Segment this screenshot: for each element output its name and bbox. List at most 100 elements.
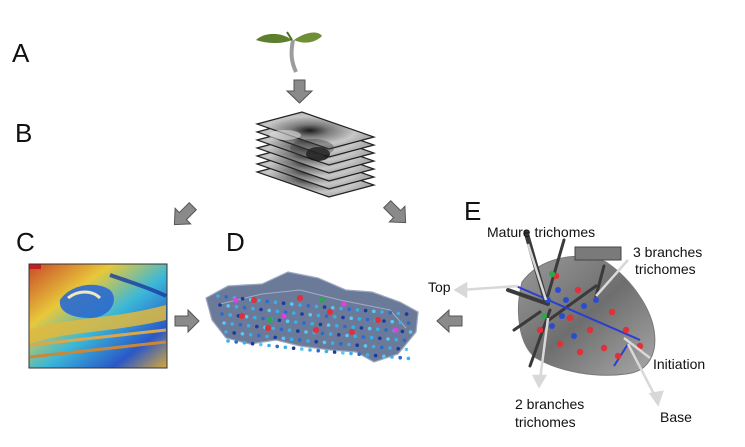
surface-marker — [402, 338, 407, 343]
surface-marker — [230, 322, 234, 326]
surface-marker — [373, 353, 378, 358]
trichome-marker-red — [239, 313, 245, 319]
surface-marker — [378, 336, 382, 341]
surface-marker — [396, 311, 401, 316]
surface-marker — [273, 335, 278, 340]
surface-marker — [291, 346, 296, 351]
trichome-marker-green — [319, 297, 325, 303]
surface-marker — [271, 326, 276, 331]
label-3-branches-line2: trichomes — [635, 261, 696, 277]
segmentation-heatmap-image — [28, 263, 168, 369]
surface-marker — [298, 338, 302, 342]
surface-marker — [314, 304, 319, 309]
surface-marker — [396, 346, 401, 351]
leaf-marker-blue — [571, 333, 577, 339]
surface-marker — [257, 298, 261, 303]
surface-marker — [275, 344, 280, 349]
surface-marker — [267, 308, 272, 313]
leaf-marker-red — [600, 344, 608, 352]
surface-marker — [296, 329, 300, 333]
surface-marker — [290, 302, 294, 306]
surface-marker — [300, 312, 304, 316]
surface-marker — [281, 336, 286, 341]
leaf-marker-red — [614, 352, 622, 360]
label-2-branches-line2: trichomes — [515, 414, 576, 430]
surface-marker — [339, 306, 343, 311]
label-2-branches-line1: 2 branches — [515, 396, 584, 412]
panel-letter-d: D — [226, 227, 245, 257]
trichome-marker-magenta — [341, 301, 347, 307]
surface-marker — [244, 314, 249, 319]
callout-top-head — [453, 281, 468, 299]
surface-marker — [306, 339, 310, 343]
surface-marker — [343, 324, 347, 329]
reconstruction-3d-image — [205, 271, 419, 363]
arrow-b-to-c — [173, 201, 198, 226]
surface-marker — [302, 321, 306, 325]
surface-marker — [220, 312, 224, 316]
surface-marker — [376, 327, 380, 332]
leaf-marker-blue — [555, 287, 561, 293]
surface-marker — [355, 343, 360, 348]
leaf-marker-red — [622, 326, 630, 334]
surface-marker — [365, 353, 370, 357]
surface-marker — [390, 355, 394, 359]
label-3-branches-line1: 3 branches — [633, 244, 702, 260]
surface-marker — [347, 342, 351, 347]
callout-top — [459, 284, 519, 292]
surface-marker — [298, 303, 302, 307]
leaf-marker-blue — [593, 297, 599, 303]
leaf-marker-blue — [563, 297, 569, 303]
surface-marker — [316, 348, 321, 353]
surface-marker — [300, 347, 304, 351]
surface-marker — [388, 346, 392, 350]
surface-marker — [248, 332, 253, 337]
surface-marker — [380, 310, 384, 314]
surface-marker — [277, 318, 282, 323]
arrow-a-to-b — [285, 79, 314, 104]
surface-marker — [398, 355, 403, 360]
surface-marker — [341, 315, 345, 320]
surface-marker — [324, 314, 329, 318]
scale-bar — [574, 246, 622, 261]
surface-marker — [292, 311, 296, 315]
surface-marker — [265, 334, 269, 339]
surface-marker — [232, 331, 236, 335]
image-slice-stack — [254, 111, 377, 198]
surface-marker — [349, 351, 353, 356]
leaf-marker-red — [586, 326, 594, 334]
surface-marker — [240, 332, 245, 336]
surface-marker — [326, 323, 331, 327]
leaf-marker-red — [566, 314, 574, 322]
surface-marker — [361, 335, 366, 339]
surface-marker — [253, 315, 257, 320]
trichome-marker-magenta — [233, 297, 239, 303]
trichome-marker-red — [375, 317, 381, 323]
surface-marker — [267, 343, 271, 348]
surface-marker — [404, 312, 409, 316]
surface-marker — [254, 324, 259, 329]
surface-marker — [273, 300, 278, 305]
surface-marker — [226, 339, 230, 343]
surface-marker — [371, 344, 376, 349]
arrow-b-to-e — [382, 199, 407, 224]
arrow-e-to-d — [436, 308, 463, 334]
panel-letter-e: E — [464, 196, 481, 226]
surface-marker — [330, 341, 335, 345]
trichome-marker-magenta — [393, 327, 399, 333]
surface-marker — [324, 349, 329, 354]
surface-marker — [331, 306, 335, 310]
surface-marker — [320, 331, 325, 336]
surface-marker — [351, 325, 356, 330]
surface-marker — [234, 340, 238, 344]
surface-marker — [390, 319, 395, 324]
leaf-marker-green — [549, 271, 555, 277]
surface-marker — [228, 313, 232, 317]
surface-marker — [382, 354, 386, 359]
surface-marker — [357, 352, 362, 357]
callout-mature — [526, 243, 548, 301]
surface-marker — [322, 340, 327, 345]
surface-marker — [304, 330, 308, 334]
leaf-marker-red — [556, 340, 564, 348]
